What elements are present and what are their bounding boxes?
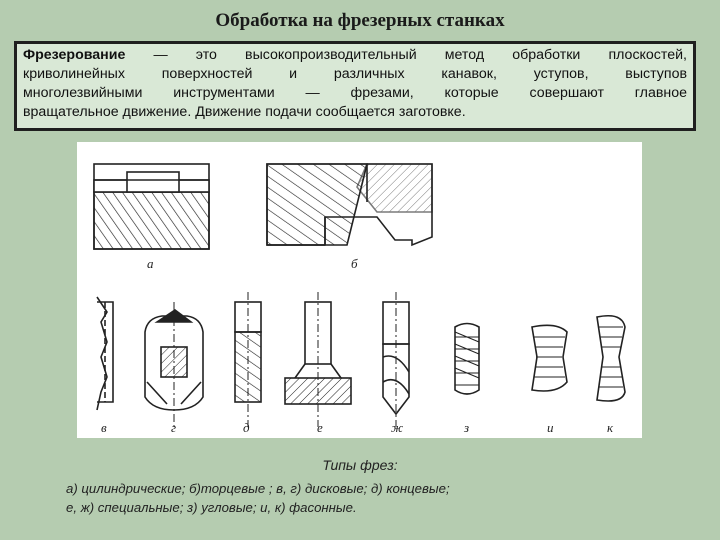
figure-label-e: е [317,420,323,435]
caption-title: Типы фрез: [322,457,398,473]
face-cutter-drawing [266,163,433,247]
figure-label-a: а [147,256,154,271]
figure-label-d: д [243,420,250,435]
definition-box: Фрезерование — это высокопроизводительны… [14,41,696,131]
slide-title: Обработка на фрезерных станках [215,10,505,31]
caption-line-2: е, ж) специальные; з) угловые; и, к) фас… [66,500,357,515]
figure-label-i: и [547,420,554,435]
definition-line-1: Фрезерование — это высокопроизводительны… [23,46,687,65]
figure-label-z: з [463,420,469,435]
caption-line-1: а) цилиндрические; б)торцевые ; в, г) ди… [66,481,450,496]
definition-line-4: вращательное движение. Движение подачи с… [23,104,466,120]
figure-label-zh: ж [391,420,403,435]
form-cutter-drawing-k [596,314,626,402]
definition-term: Фрезерование [23,47,126,63]
figure-label-g: г [171,420,176,435]
t-slot-cutter-drawing [284,292,352,427]
figure-label-k: к [607,420,614,435]
cylindrical-cutter-drawing [93,163,210,250]
definition-line-1-text: — это высокопроизводительный метод обраб… [125,47,687,63]
angle-cutter-drawing [454,322,480,395]
disk-cutter-drawing-v [96,296,114,411]
cutter-types-figure: а б в г д е ж з и к [77,142,642,438]
cutter-drawings: а б в г д е ж з и к [93,163,626,435]
definition-line-2: криволинейных поверхностей и различных к… [23,66,687,82]
definition-line-3: многолезвийными инструментами — фрезами,… [23,85,687,101]
figure-label-v: в [101,420,107,435]
special-spiral-cutter-drawing [382,292,410,427]
figure-label-b: б [351,256,358,271]
end-mill-drawing [234,292,262,427]
form-cutter-drawing-i [531,324,568,392]
disk-cutter-drawing-g [144,302,204,427]
